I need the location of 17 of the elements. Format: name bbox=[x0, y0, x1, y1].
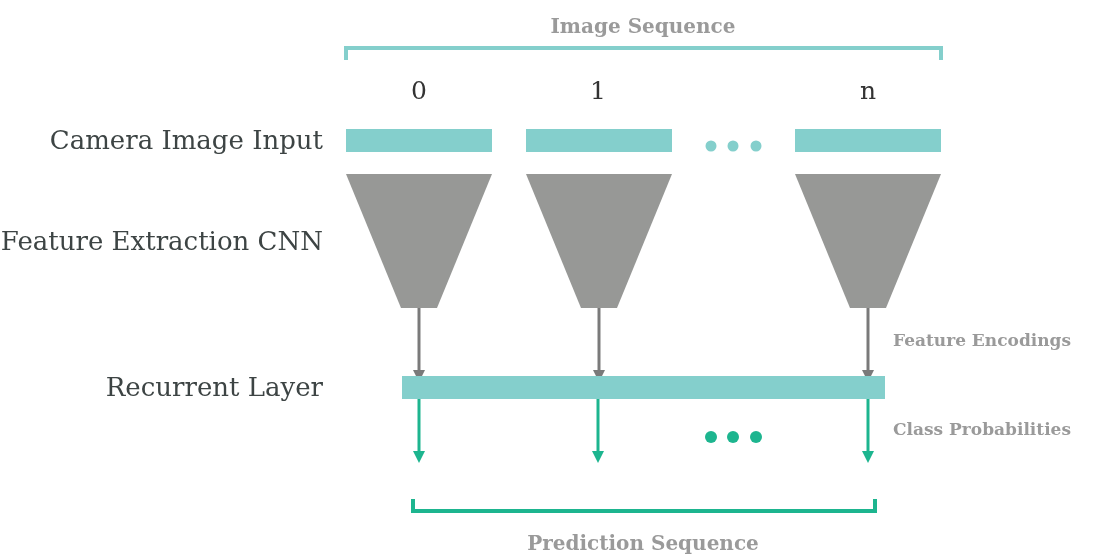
row-label: Camera Image Input bbox=[49, 127, 323, 153]
sequence-index: 1 bbox=[590, 78, 606, 103]
input-bar bbox=[346, 129, 492, 152]
layer-bar bbox=[402, 376, 885, 399]
sequence-index: 0 bbox=[411, 78, 427, 103]
group-title: Image Sequence bbox=[550, 16, 736, 36]
input-bar bbox=[526, 129, 672, 152]
input-bar bbox=[795, 129, 941, 152]
row-label: Recurrent Layer bbox=[105, 374, 323, 400]
arrow bbox=[862, 399, 874, 463]
row-label: Feature Extraction CNN bbox=[0, 228, 323, 254]
sequence-index: n bbox=[859, 78, 877, 103]
group-title: Prediction Sequence bbox=[527, 533, 759, 553]
arrow bbox=[413, 399, 425, 463]
annotation-text: Feature Encodings bbox=[893, 332, 1072, 349]
annotation-text: Class Probabilities bbox=[893, 421, 1071, 438]
arrow bbox=[592, 399, 604, 463]
